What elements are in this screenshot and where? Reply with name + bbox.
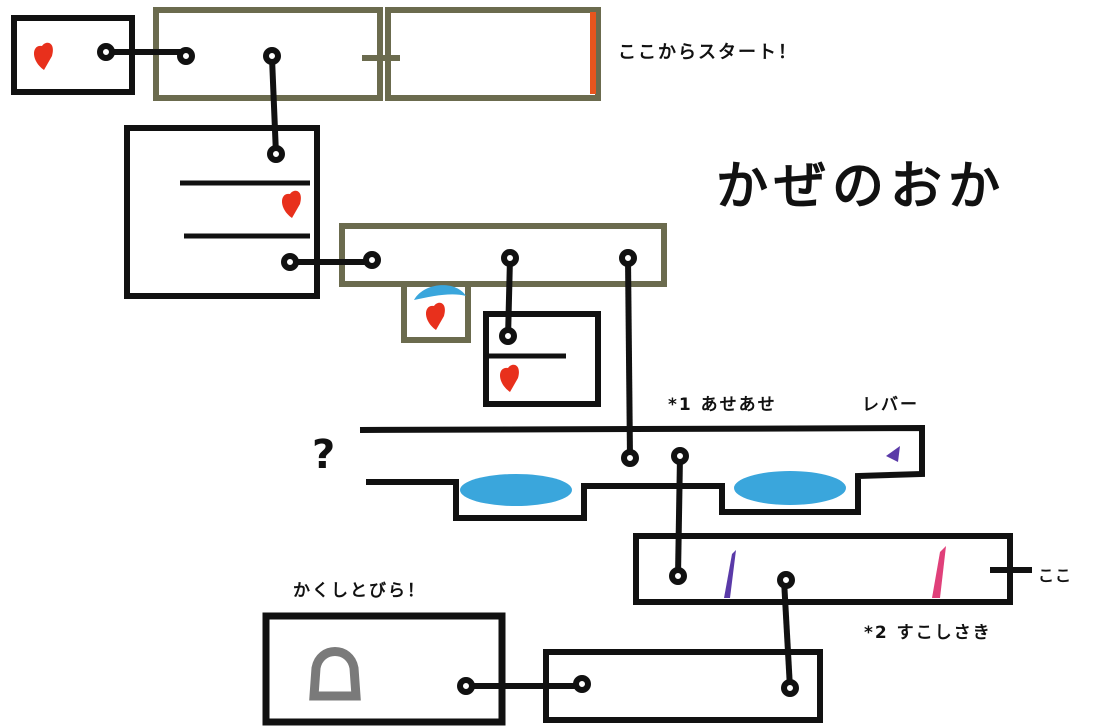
room-secret [262,612,506,726]
heart-icon [426,302,445,330]
note-secret-door: かくしとびら！ [293,581,426,601]
connector-node [671,447,689,465]
connector-node [457,677,475,695]
connector-node [281,253,299,271]
map-title: かぜのおか [716,157,1007,217]
water-icon [734,471,846,505]
connector-node [621,449,639,467]
water-icon [414,285,466,300]
heart-icon [282,190,301,218]
ghost-icon [309,647,361,701]
connector-node [501,249,519,267]
room-middle-olive [339,223,667,343]
purple-mark-icon [724,550,736,598]
connections [104,49,1032,689]
heart-icon [34,42,53,70]
note-side-exit: ここ [1038,566,1073,585]
heart-icon [500,364,519,392]
pink-mark-icon [932,546,946,598]
room-olive-2 [385,7,601,101]
connector-node [363,251,381,269]
connector-node [97,43,115,61]
connector-node [499,327,517,345]
room-left [124,125,320,299]
room-small [483,311,601,407]
note-start-here: ここからスタート！ [618,42,798,63]
connector-node [619,249,637,267]
water-icon [460,474,572,506]
connector-node [781,679,799,697]
connector-node [267,145,285,163]
connector-node [669,567,687,585]
room-lower-hall [633,533,1013,605]
connector-node [177,47,195,65]
heart-icons [34,42,519,392]
note-lever: レバー [862,395,919,415]
note-sweat: *1 あせあせ [668,395,777,415]
connector-nodes [97,43,799,697]
water-icons [414,285,846,506]
connector-node [777,571,795,589]
lever-icon [886,446,900,462]
orange-door-bar [590,12,596,94]
note-few-ahead: *2 すこしさき [864,623,992,643]
connector-node [573,675,591,693]
room-long-hall [359,424,925,521]
connector-node [263,47,281,65]
note-question: ? [312,432,336,478]
